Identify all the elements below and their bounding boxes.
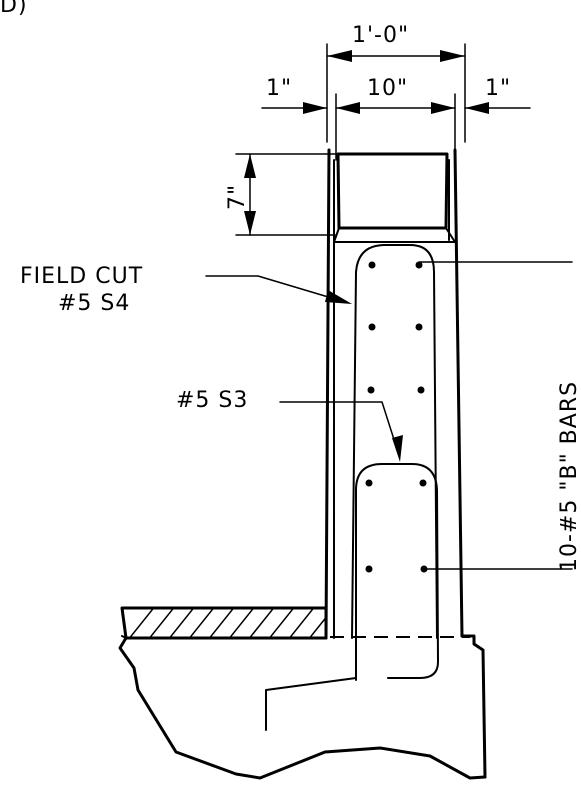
field-cut-callout: FIELD CUT #5 S4 [20,264,352,316]
b-bar [417,386,425,394]
top-depth-dimension: 7" [225,153,336,236]
b-bar [368,261,376,269]
top-depth-label: 7" [225,184,250,210]
b-bar [415,261,423,269]
overall-width-dimension: 1'-0" [326,23,466,143]
right-clear-dimension: 1" [464,76,531,114]
inner-width-label: 10" [367,76,408,101]
left-clear-label: 1" [266,76,292,101]
inner-width-dimension: 10" [335,76,456,161]
field-cut-label-line1: FIELD CUT [20,264,143,289]
s3-stirrup [355,463,439,681]
b-bar [419,479,427,487]
curb-wall-outline [118,148,487,780]
right-clear-label: 1" [485,76,511,101]
b-bars-label: 10-#5 "B" BARS [557,381,581,572]
left-clear-dimension: 1" [261,76,328,114]
b-bar [415,323,423,331]
footing-hook-bar [265,677,357,731]
s3-callout: #5 S3 [176,388,403,462]
slab-hatch [120,606,328,640]
b-bars-callout: 10-#5 "B" BARS [418,261,581,572]
b-bar-dots [365,261,428,573]
field-cut-label-line2: #5 S4 [58,291,130,316]
s4-stirrup [351,244,438,639]
s3-label: #5 S3 [176,388,248,413]
overall-width-label: 1'-0" [352,23,409,48]
b-bar [365,479,373,487]
b-bar [368,323,376,331]
corner-mark: D) [0,0,28,18]
b-bar [365,565,373,573]
b-bar [367,386,375,394]
